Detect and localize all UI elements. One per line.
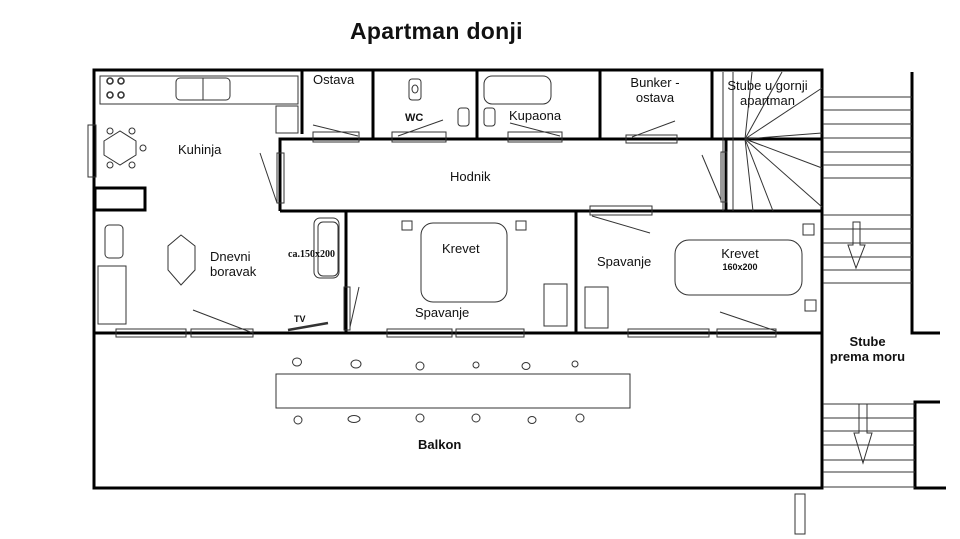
balcony-fixtures <box>275 357 631 425</box>
stairs-sea-line-1: Stube <box>849 334 886 349</box>
living-line-2: boravak <box>210 263 257 279</box>
bunker-line-2: ostava <box>635 89 675 105</box>
sofa-bed-size-label: ca.150x200 <box>288 249 335 260</box>
living-fixtures <box>97 217 360 338</box>
room-label-bedroom2: Spavanje <box>597 254 652 269</box>
room-label-wc: WC <box>405 112 424 124</box>
bed-label-bedroom2: Krevet 160x200 <box>700 246 780 272</box>
bedroom1-fixtures <box>386 220 568 338</box>
living-line-1: Dnevni <box>210 249 251 264</box>
room-label-bunker-storage: Bunker - ostava <box>615 75 695 106</box>
room-label-kitchen: Kuhinja <box>178 142 222 157</box>
kitchen-fixtures <box>87 75 299 204</box>
room-label-bedroom1: Spavanje <box>415 305 470 320</box>
arrow-down-icon <box>853 403 873 465</box>
bunker-line-1: Bunker - <box>630 75 680 90</box>
tv-label: TV <box>294 314 306 324</box>
stairs-sea-line-2: prema moru <box>829 348 906 364</box>
bed2-name: Krevet <box>721 246 759 261</box>
stairs-up-line-1: Stube u gornji <box>727 78 808 93</box>
room-label-storage: Ostava <box>313 72 355 87</box>
bathroom-fixtures <box>312 75 678 144</box>
bed-label-bedroom1: Krevet <box>442 241 480 256</box>
room-label-living-room: Dnevni boravak <box>210 249 257 280</box>
stairs-up-line-2: apartman <box>740 92 795 108</box>
room-label-hallway: Hodnik <box>450 169 491 184</box>
arrow-down-icon <box>847 221 866 270</box>
room-label-stairs-to-sea: Stube prema moru <box>820 334 915 365</box>
walls <box>92 68 946 490</box>
outdoor-stairs <box>794 96 915 535</box>
room-label-stairs-up: Stube u gornji apartman <box>715 78 820 109</box>
page-title: Apartman donji <box>350 18 523 44</box>
room-label-bathroom: Kupaona <box>509 108 562 123</box>
bed2-size: 160x200 <box>722 261 758 272</box>
stairs-internal <box>589 71 823 216</box>
room-label-balcony: Balkon <box>418 437 462 452</box>
bedroom2-fixtures <box>584 215 817 338</box>
